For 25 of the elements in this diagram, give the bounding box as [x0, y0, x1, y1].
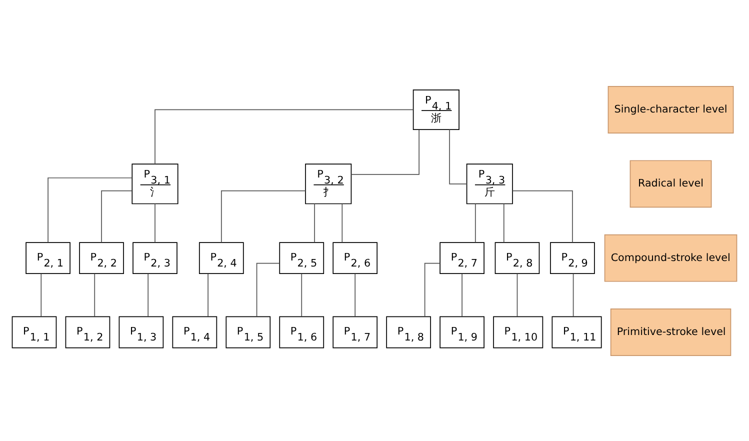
connector — [512, 190, 573, 242]
connector — [503, 202, 504, 242]
node-box: Primitive-stroke level — [610, 308, 732, 356]
connector — [40, 272, 42, 316]
node-box: Single-character level — [608, 86, 734, 133]
connector — [424, 262, 440, 317]
connector — [342, 202, 343, 242]
connector — [350, 128, 420, 174]
node-box: Radical level — [630, 160, 712, 208]
connector — [314, 202, 315, 242]
connector — [449, 128, 468, 184]
connector — [516, 272, 518, 316]
connector — [474, 202, 476, 242]
connector — [301, 272, 302, 316]
connector — [148, 272, 149, 316]
connector — [154, 202, 156, 242]
connector — [572, 272, 574, 316]
connector — [101, 190, 132, 242]
connector — [154, 108, 414, 164]
connector — [94, 272, 96, 316]
connector — [48, 176, 132, 242]
node-box: Compound-stroke level — [604, 234, 738, 282]
connector — [256, 262, 280, 317]
connector — [220, 190, 306, 242]
connector — [354, 272, 356, 316]
